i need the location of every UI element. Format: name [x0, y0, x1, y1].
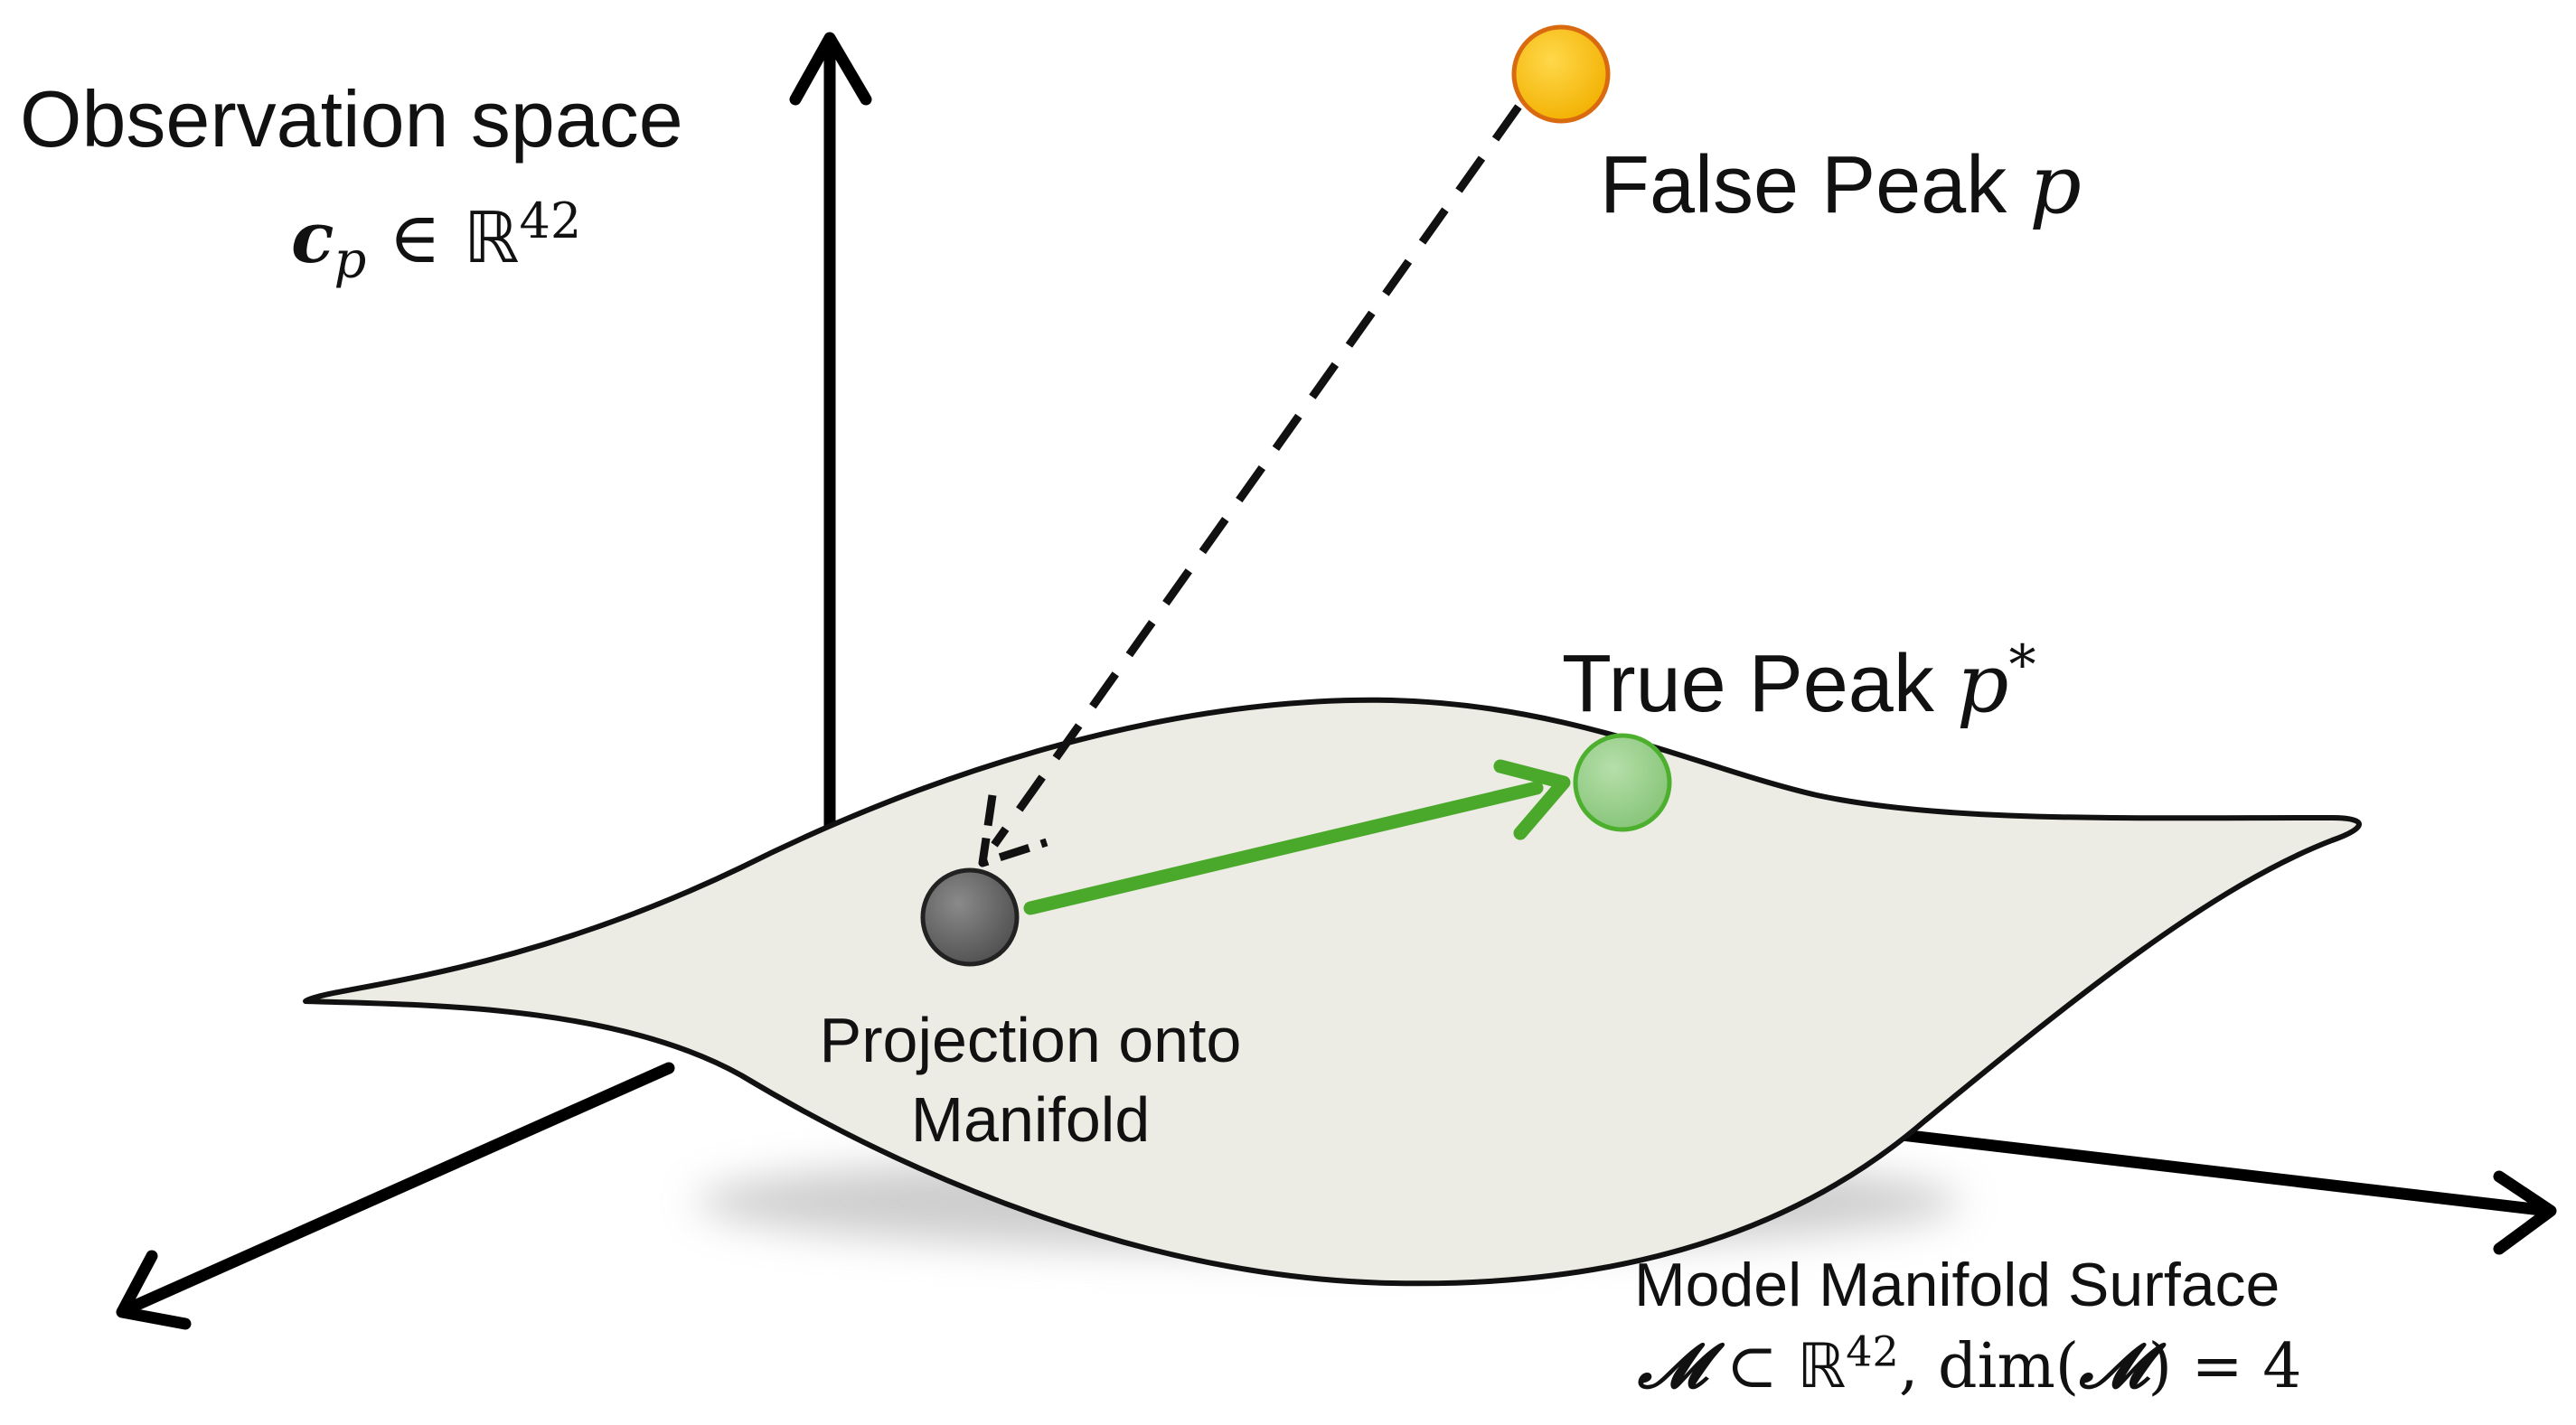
false-peak-point	[1511, 24, 1611, 124]
manifold-surface	[303, 697, 2362, 1287]
dashed-projection-arrow	[978, 104, 1522, 867]
manifold-math-label: 𝓜 ⊂ ℝ42, dim(𝓜) = 4	[1638, 1327, 2302, 1402]
true-peak-point	[1573, 733, 1672, 832]
projection-label-line1: Projection onto	[819, 1005, 1242, 1075]
observation-space-label: Observation space	[20, 74, 683, 164]
projection-point	[920, 867, 1020, 967]
projection-label: Projection onto Manifold	[786, 1001, 1274, 1159]
right-axis-arrowhead	[2493, 1170, 2557, 1255]
true-peak-label: True Peak p*	[1562, 633, 2036, 731]
left-axis-arrowhead	[116, 1250, 192, 1330]
projection-label-line2: Manifold	[910, 1083, 1151, 1155]
right-axis	[1865, 1125, 2555, 1217]
green-correction-arrow	[1023, 759, 1571, 915]
vertical-axis-arrowhead	[789, 32, 872, 106]
left-axis	[118, 1062, 675, 1317]
axes	[116, 32, 2557, 1330]
observation-space-math: cp ∈ ℝ42	[291, 192, 582, 290]
false-peak-label: False Peak p	[1600, 137, 2082, 232]
manifold-title-label: Model Manifold Surface	[1634, 1251, 2280, 1319]
